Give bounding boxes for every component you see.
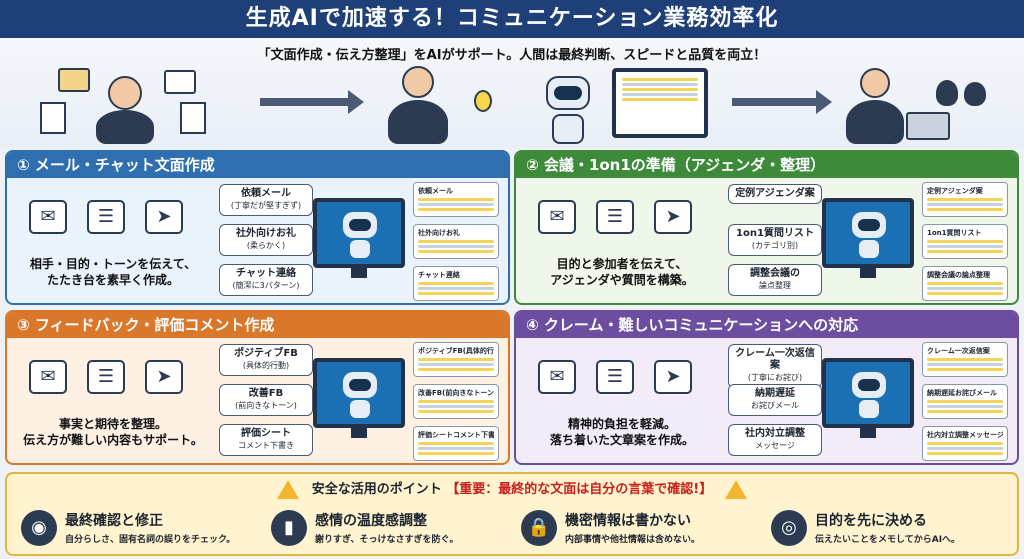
flow-arrowhead	[348, 90, 364, 114]
panel-description: 相手・目的・トーンを伝えて、 たたき台を素早く作成。	[29, 257, 197, 287]
illustration-icon-1: ✉	[538, 360, 576, 394]
document-icon	[180, 102, 206, 134]
robot-icon	[343, 372, 377, 418]
example-chip: 調整会議の論点整理	[728, 264, 822, 296]
tip-title: 最終確認と修正	[65, 513, 163, 529]
use-case-panel-2: ② 会議・1on1の準備（アジェンダ・整理） ✉ ☰ ➤ 目的と参加者を伝えて、…	[514, 150, 1019, 305]
tip-description: 伝えたいことをメモしてからAIへ。	[815, 535, 961, 545]
illustration-icon-2: ☰	[87, 360, 125, 394]
example-chip: 1on1質問リスト(カテゴリ別)	[728, 224, 822, 256]
example-chip: 依頼メール(丁寧だが堅すぎず)	[219, 184, 313, 216]
tip-icon: ◉	[21, 510, 57, 546]
ai-monitor	[822, 358, 914, 438]
document-icon	[40, 102, 66, 134]
example-chip: クレーム一次返信案(丁寧にお詫び)	[728, 344, 822, 388]
tip-title: 機密情報は書かない	[565, 513, 691, 529]
draft-document: 社外向けお礼	[413, 224, 499, 259]
ai-robot-illustration	[540, 76, 596, 144]
worker-head	[108, 76, 142, 110]
panel-title: ④ クレーム・難しいコミュニケーションへの対応	[516, 312, 1017, 338]
draft-document: 1on1質問リスト	[922, 224, 1008, 259]
panel-description: 事実と期待を整理。 伝え方が難しい内容もサポート。	[23, 417, 203, 447]
tip-title: 感情の温度感調整	[315, 513, 427, 529]
example-chip: 社外向けお礼(柔らかく)	[219, 224, 313, 256]
draft-document: 改善FB(前向きなトーン)	[413, 384, 499, 419]
draft-document: 調整会議の論点整理	[922, 266, 1008, 301]
panel-title: ② 会議・1on1の準備（アジェンダ・整理）	[516, 152, 1017, 178]
draft-document: 依頼メール	[413, 182, 499, 217]
tip-item: 🔒 機密情報は書かない 内部事情や他社情報は含めない。	[521, 508, 761, 554]
warning-icon	[724, 480, 747, 499]
tip-icon: ▮	[271, 510, 307, 546]
illustration-icon-3: ➤	[654, 360, 692, 394]
example-chip: 改善FB(前向きなトーン)	[219, 384, 313, 416]
flow-arrowhead	[816, 90, 832, 114]
robot-icon	[852, 372, 886, 418]
panel-description: 目的と参加者を伝えて、 アジェンダや質問を構築。	[550, 257, 694, 287]
hero-monitor	[612, 68, 708, 138]
ai-monitor	[822, 198, 914, 278]
use-case-panel-4: ④ クレーム・難しいコミュニケーションへの対応 ✉ ☰ ➤ 精神的負担を軽減。 …	[514, 310, 1019, 465]
stressed-worker-illustration	[40, 62, 210, 144]
tip-description: 謝りすぎ、そっけなさすぎを防ぐ。	[315, 535, 459, 545]
tip-item: ◉ 最終確認と修正 自分らしさ、固有名詞の誤りをチェック。	[21, 508, 261, 554]
tips-heading: 安全な活用のポイント	[311, 482, 442, 497]
illustration-icon-1: ✉	[29, 360, 67, 394]
warning-icon	[277, 480, 300, 499]
panel-title: ③ フィードバック・評価コメント作成	[7, 312, 508, 338]
use-case-panel-3: ③ フィードバック・評価コメント作成 ✉ ☰ ➤ 事実と期待を整理。 伝え方が難…	[5, 310, 510, 465]
tip-icon: ◎	[771, 510, 807, 546]
ai-monitor	[313, 358, 405, 438]
tip-item: ◎ 目的を先に決める 伝えたいことをメモしてからAIへ。	[771, 508, 1011, 554]
tip-description: 内部事情や他社情報は含めない。	[565, 535, 701, 545]
envelope-icon	[58, 68, 90, 92]
illustration-icon-1: ✉	[29, 200, 67, 234]
flow-arrow	[732, 98, 818, 106]
draft-document: ポジティブFB(具体的行動)	[413, 342, 499, 377]
example-chip: 社内対立調整メッセージ	[728, 424, 822, 456]
example-chip: 納期遅延お詫びメール	[728, 384, 822, 416]
example-chip: 評価シートコメント下書き	[219, 424, 313, 456]
draft-document: 定例アジェンダ案	[922, 182, 1008, 217]
illustration-icon-2: ☰	[596, 360, 634, 394]
lightbulb-icon	[474, 90, 492, 112]
flow-arrow	[260, 98, 350, 106]
illustration-icon-2: ☰	[87, 200, 125, 234]
tips-emphasis: 【重要：最終的な文面は自分の言葉で確認!】	[446, 482, 713, 497]
example-chip: チャット連絡(簡潔に3パターン)	[219, 264, 313, 296]
hero-subtitle: 「文面作成・伝え方整理」をAIがサポート。人間は最終判断、スピードと品質を両立！	[257, 48, 767, 63]
draft-document: 社内対立調整メッセージ	[922, 426, 1008, 461]
robot-icon	[343, 212, 377, 258]
panel-description: 精神的負担を軽減。 落ち着いた文章案を作成。	[549, 417, 694, 447]
tip-icon: 🔒	[521, 510, 557, 546]
illustration-icon-1: ✉	[538, 200, 576, 234]
worker-body	[96, 110, 154, 144]
illustration-icon-3: ➤	[654, 200, 692, 234]
envelope-icon	[164, 70, 196, 94]
tip-title: 目的を先に決める	[815, 513, 927, 529]
laptop-icon	[906, 112, 950, 140]
draft-document: 評価シートコメント下書き	[413, 426, 499, 461]
ai-monitor	[313, 198, 405, 278]
illustration-icon-3: ➤	[145, 200, 183, 234]
draft-document: 納期遅延お詫びメール	[922, 384, 1008, 419]
draft-document: チャット連絡	[413, 266, 499, 301]
example-chip: ポジティブFB(具体的行動)	[219, 344, 313, 376]
tip-item: ▮ 感情の温度感調整 謝りすぎ、そっけなさすぎを防ぐ。	[271, 508, 511, 554]
panel-title: ① メール・チャット文面作成	[7, 152, 508, 178]
tip-description: 自分らしさ、固有名詞の誤りをチェック。	[65, 535, 236, 545]
illustration-icon-2: ☰	[596, 200, 634, 234]
page-title: 生成AIで加速する！コミュニケーション業務効率化	[0, 0, 1024, 38]
illustration-icon-3: ➤	[145, 360, 183, 394]
tips-title: 安全な活用のポイント 【重要：最終的な文面は自分の言葉で確認!】	[7, 478, 1017, 499]
meeting-illustration	[844, 60, 994, 146]
robot-icon	[852, 212, 886, 258]
safety-tips-panel: 安全な活用のポイント 【重要：最終的な文面は自分の言葉で確認!】 ◉ 最終確認と…	[5, 472, 1019, 556]
use-case-panel-1: ① メール・チャット文面作成 ✉ ☰ ➤ 相手・目的・トーンを伝えて、 たたき台…	[5, 150, 510, 305]
draft-document: クレーム一次返信案	[922, 342, 1008, 377]
example-chip: 定例アジェンダ案	[728, 184, 822, 204]
businessman-illustration	[384, 64, 454, 144]
